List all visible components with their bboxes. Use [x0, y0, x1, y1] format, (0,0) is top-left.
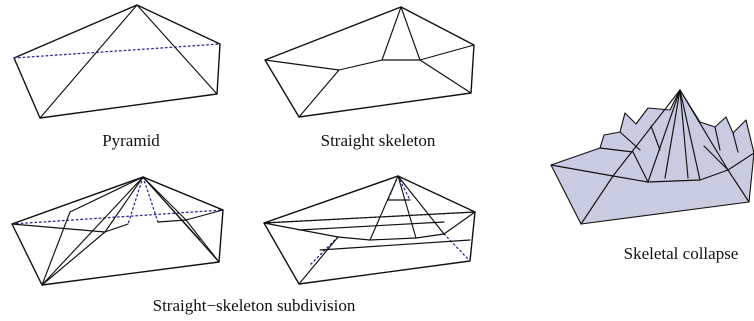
pyramid-edge [40, 5, 137, 118]
pyramid-edge [137, 5, 217, 94]
skeleton-edge [299, 70, 339, 117]
subdivision-right-outline [264, 176, 475, 284]
skeleton-edge [265, 60, 339, 70]
subdivision-edge [70, 177, 143, 212]
pyramid-hidden-edge [14, 44, 220, 58]
subdivision-edge [42, 232, 105, 285]
pyramid-base-outline [14, 5, 220, 118]
skeleton-outline [265, 7, 474, 117]
subdivision-edge [143, 177, 223, 210]
subdivision-edge [186, 220, 219, 262]
subdivision-edge [370, 238, 416, 240]
caption-straight-skeleton: Straight skeleton [321, 131, 436, 150]
skeletal-collapse-diagram [551, 90, 754, 224]
caption-subdivision: Straight−skeleton subdivision [153, 296, 356, 315]
collapse-surface [551, 90, 754, 224]
pyramid-diagram [14, 5, 220, 118]
skeleton-edge [382, 7, 401, 60]
subdivision-hidden-edge [128, 177, 143, 224]
subdivision-edge [299, 237, 338, 284]
subdivision-edge [143, 177, 200, 240]
caption-skeletal-collapse: Skeletal collapse [624, 244, 739, 263]
subdivision-edge [12, 224, 105, 232]
subdivision-edge [299, 222, 444, 230]
skeleton-edge [420, 60, 471, 93]
straight-skeleton-diagram [265, 7, 474, 117]
subdivision-edge [42, 212, 70, 285]
subdivision-edge [444, 212, 475, 234]
skeleton-edge [339, 60, 382, 70]
subdivision-left-diagram [12, 177, 223, 285]
subdivision-edge [398, 176, 444, 234]
subdivision-edge [105, 177, 143, 232]
subdivision-right-diagram [264, 176, 475, 284]
skeleton-edge [420, 45, 474, 60]
subdivision-edge [416, 234, 444, 238]
subdivision-edge [338, 237, 370, 240]
subdivision-edge [264, 176, 398, 223]
subdivision-edge [370, 176, 398, 240]
subdivision-edge [398, 176, 416, 238]
subdivision-edge [320, 240, 470, 250]
subdivision-edge [264, 212, 475, 223]
subdivision-hidden-edge [444, 234, 470, 261]
caption-pyramid: Pyramid [102, 131, 160, 150]
